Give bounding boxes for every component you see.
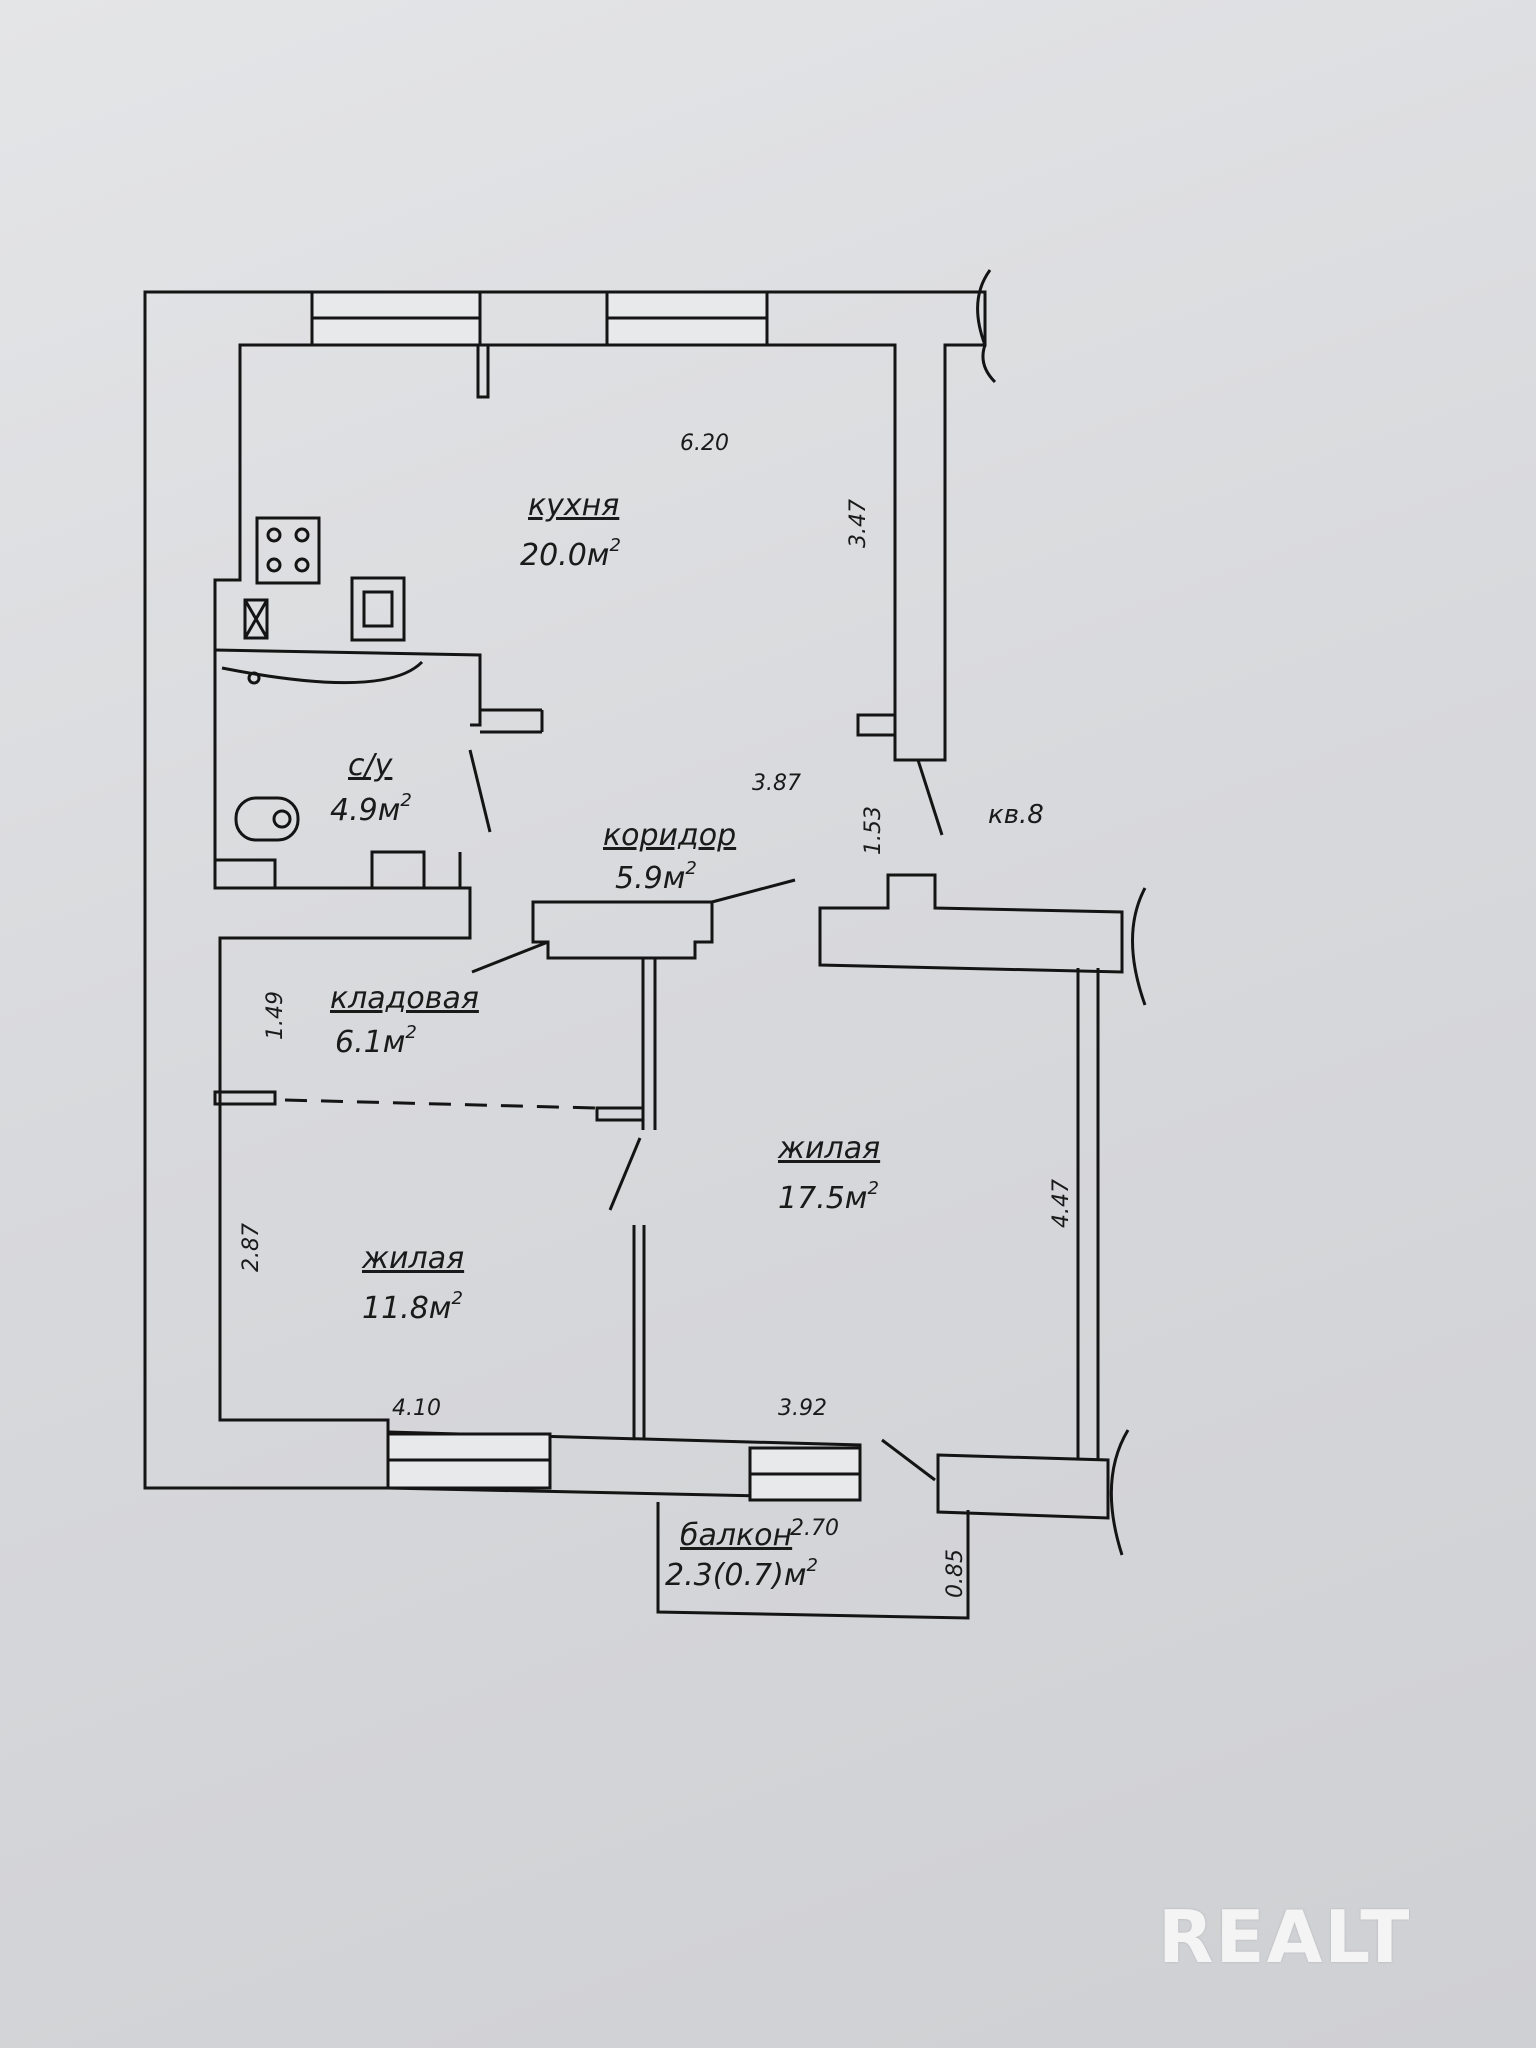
outer-wall bbox=[143, 290, 987, 1490]
corridor-pillar bbox=[531, 900, 714, 960]
living-small-area: 11.8м2 bbox=[362, 1288, 463, 1326]
living-large-width: 3.92 bbox=[778, 1396, 827, 1421]
washer-icon bbox=[370, 850, 426, 890]
bathroom-area: 4.9м2 bbox=[330, 790, 412, 828]
stove-icon bbox=[255, 516, 321, 585]
right-bottom-wall bbox=[936, 1453, 1110, 1520]
living-large-height: 4.47 bbox=[1049, 1179, 1074, 1228]
kitchen-name: кухня bbox=[528, 488, 619, 523]
corridor-length: 3.87 bbox=[752, 771, 801, 796]
balcony-width: 2.70 bbox=[790, 1516, 839, 1541]
kitchen-height: 3.47 bbox=[846, 499, 871, 548]
storage-area: 6.1м2 bbox=[335, 1022, 417, 1060]
kitchen-area: 20.0м2 bbox=[520, 535, 621, 573]
living-large-area: 17.5м2 bbox=[778, 1178, 879, 1216]
living-small-name: жилая bbox=[361, 1241, 464, 1276]
apartment-label: кв.8 bbox=[988, 800, 1044, 830]
storage-width: 1.49 bbox=[263, 991, 288, 1040]
sink-icon bbox=[350, 576, 406, 642]
corridor-wall-right bbox=[818, 873, 1124, 974]
living-small-width: 4.10 bbox=[392, 1396, 441, 1421]
balcony-area: 2.3(0.7)м2 bbox=[665, 1555, 818, 1593]
bath-fixture bbox=[213, 858, 277, 890]
toilet-icon bbox=[234, 796, 300, 842]
bathroom-wall bbox=[214, 648, 482, 727]
living-small-height: 2.87 bbox=[239, 1223, 264, 1272]
corridor-name: коридор bbox=[603, 818, 736, 853]
storage-name: кладовая bbox=[330, 981, 479, 1016]
corridor-area: 5.9м2 bbox=[615, 858, 697, 896]
meter-icon bbox=[243, 598, 269, 640]
balcony-depth: 0.85 bbox=[943, 1549, 968, 1598]
bathroom-name: с/у bbox=[348, 748, 394, 783]
balcony-name: балкон bbox=[680, 1518, 792, 1553]
living-large-name: жилая bbox=[777, 1131, 880, 1166]
kitchen-width: 6.20 bbox=[680, 431, 729, 456]
balcony-outline bbox=[656, 1502, 970, 1620]
watermark-logo: REALT bbox=[1158, 1895, 1412, 1979]
corridor-width: 1.53 bbox=[861, 806, 886, 855]
